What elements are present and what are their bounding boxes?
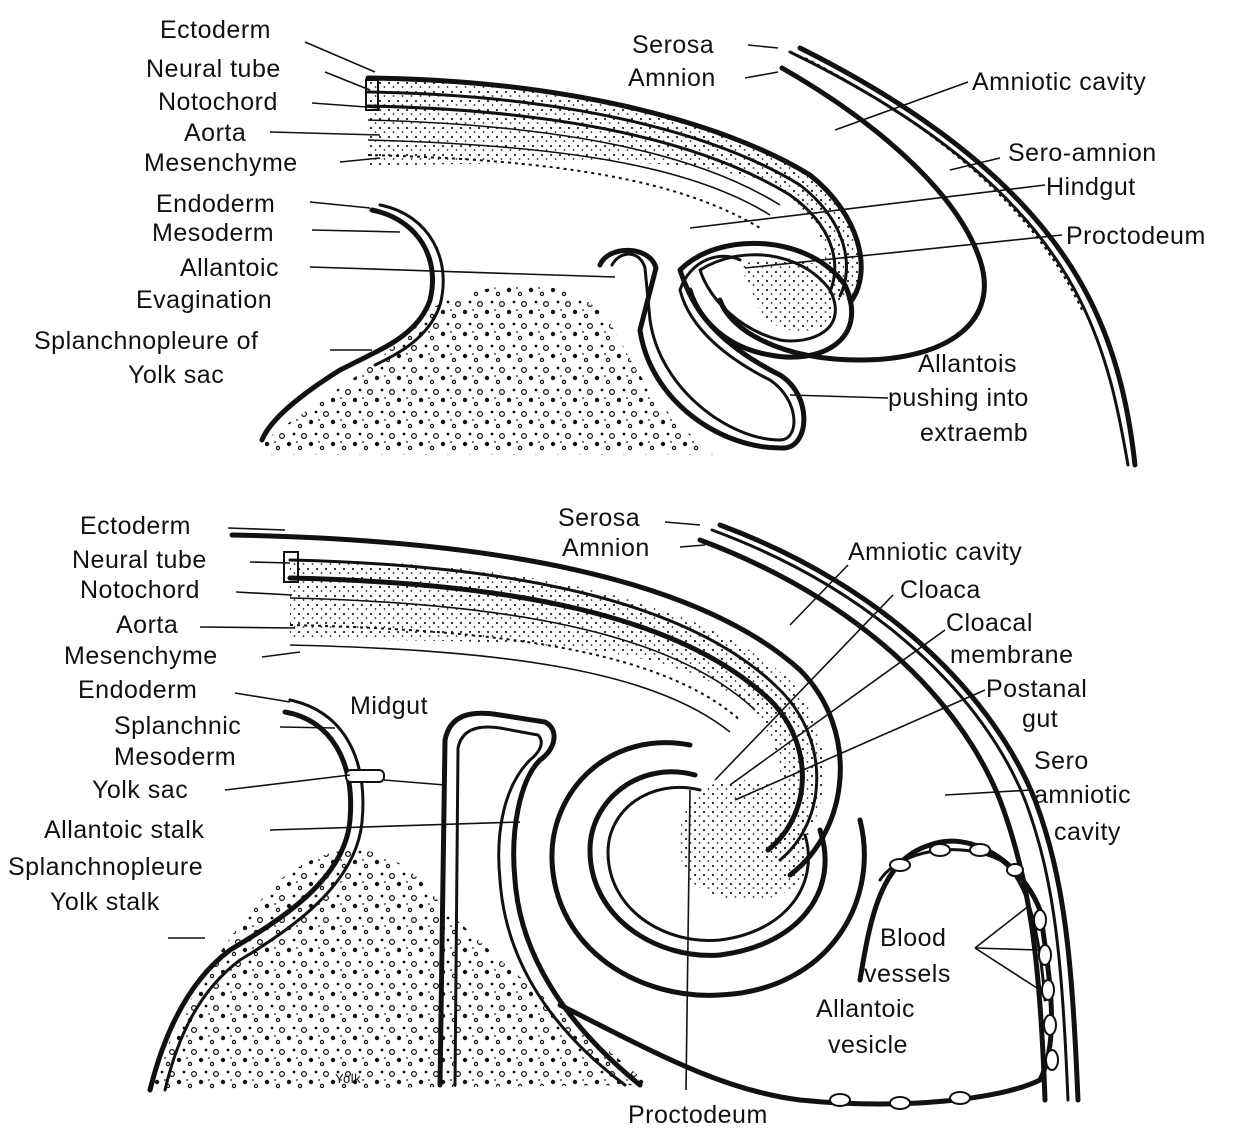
- label-endoderm-bottom: Endoderm: [78, 676, 197, 704]
- label-endoderm: Endoderm: [156, 190, 275, 218]
- label-notochord-bottom: Notochord: [80, 576, 200, 604]
- label-sero: Sero: [1034, 747, 1089, 775]
- label-splanchnic: Splanchnic: [114, 712, 241, 740]
- label-gut: gut: [1022, 705, 1058, 733]
- label-notochord: Notochord: [158, 88, 278, 116]
- label-proctodeum-bottom: Proctodeum: [628, 1101, 768, 1129]
- label-serosa-top: Serosa: [632, 31, 714, 59]
- label-mesenchyme-bottom: Mesenchyme: [64, 642, 218, 670]
- label-membrane: membrane: [950, 641, 1074, 669]
- label-proctodeum-top: Proctodeum: [1066, 222, 1206, 250]
- label-amniotic-cavity-top: Amniotic cavity: [972, 68, 1146, 96]
- label-cloacal: Cloacal: [946, 609, 1033, 637]
- label-neural-tube-bottom: Neural tube: [72, 546, 207, 574]
- label-yolk-sac-top: Yolk sac: [128, 361, 224, 389]
- label-cloaca: Cloaca: [900, 576, 981, 604]
- label-splanchnopleure: Splanchnopleure: [8, 853, 203, 881]
- label-ectoderm-bottom: Ectoderm: [80, 512, 191, 540]
- label-mesenchyme: Mesenchyme: [144, 149, 298, 177]
- label-splanchnopleure-of: Splanchnopleure of: [34, 327, 258, 355]
- label-splanchnic-mesoderm: Mesoderm: [114, 743, 236, 771]
- label-amnion-bottom: Amnion: [562, 534, 650, 562]
- yolk-sac-vessel: [346, 770, 384, 782]
- label-postanal: Postanal: [986, 675, 1087, 703]
- label-yolk-mark: Yolk: [335, 1071, 361, 1086]
- label-allantoic-vesicle: Allantoic: [816, 995, 915, 1023]
- label-evagination: Evagination: [136, 286, 272, 314]
- bottom-yolk-region: [148, 850, 650, 1090]
- label-aorta-bottom: Aorta: [116, 611, 178, 639]
- bottom-diagram: [148, 525, 1078, 1109]
- label-ectoderm: Ectoderm: [160, 16, 271, 44]
- label-allantois: Allantois: [918, 350, 1017, 378]
- label-neural-tube: Neural tube: [146, 55, 281, 83]
- label-vessels: vessels: [864, 960, 951, 988]
- label-yolk-sac-bottom: Yolk sac: [92, 776, 188, 804]
- label-allantoic: Allantoic: [180, 254, 279, 282]
- label-vesicle: vesicle: [828, 1031, 908, 1059]
- label-serosa-bottom: Serosa: [558, 504, 640, 532]
- label-mesoderm: Mesoderm: [152, 219, 274, 247]
- label-allantoic-stalk: Allantoic stalk: [44, 816, 204, 844]
- label-aorta: Aorta: [184, 119, 246, 147]
- label-sero-amnion: Sero-amnion: [1008, 139, 1157, 167]
- label-yolk-stalk: Yolk stalk: [50, 888, 160, 916]
- label-amniotic: amniotic: [1034, 781, 1131, 809]
- label-pushing-into: pushing into: [888, 384, 1029, 412]
- label-hindgut: Hindgut: [1046, 173, 1136, 201]
- top-hindgut-curl: [740, 258, 837, 331]
- label-cavity: cavity: [1054, 818, 1121, 846]
- label-extraemb: extraemb: [920, 419, 1028, 447]
- label-blood: Blood: [880, 924, 946, 952]
- label-amnion-top: Amnion: [628, 64, 716, 92]
- label-amniotic-cavity-bottom: Amniotic cavity: [848, 538, 1022, 566]
- label-midgut: Midgut: [350, 692, 428, 720]
